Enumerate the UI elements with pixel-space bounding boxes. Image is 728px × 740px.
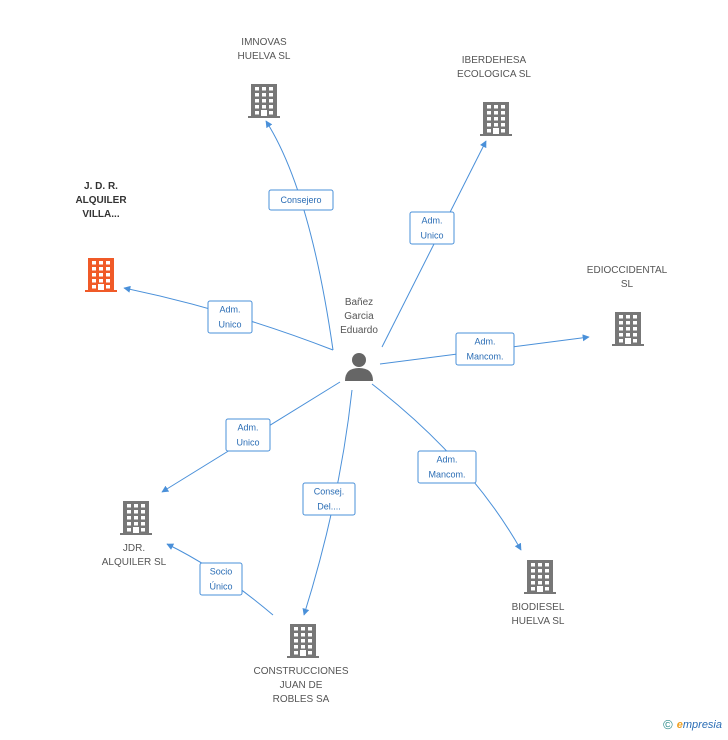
relation-text: Unico (218, 320, 241, 330)
company-name: EDIOCCIDENTAL (587, 265, 668, 276)
company-name: ALQUILER SL (102, 557, 167, 568)
footer-brand: © empresia (663, 717, 722, 732)
relation-label[interactable]: Adm. Unico (225, 418, 271, 452)
relation-text: Único (209, 582, 232, 592)
copyright-symbol: © (663, 717, 673, 732)
relation-text: Adm. (219, 305, 240, 315)
person-icon[interactable] (345, 353, 373, 381)
relation-label[interactable]: Adm. Unico (409, 211, 455, 245)
company-name: VILLA... (82, 209, 119, 220)
edge-person-to-imnovas (265, 120, 334, 351)
company-name: ECOLOGICA SL (457, 69, 531, 80)
relation-label[interactable]: Consej. Del.... (302, 482, 356, 516)
company-name: IBERDEHESA (462, 55, 527, 66)
building-icon[interactable] (120, 501, 152, 535)
company-jdr-villa[interactable]: J. D. R. ALQUILER VILLA... (75, 181, 127, 220)
building-icon[interactable] (85, 258, 117, 292)
relation-label[interactable]: Adm. Mancom. (455, 332, 515, 366)
relation-label[interactable]: Adm. Unico (207, 300, 253, 334)
relation-text: Consej. (314, 487, 345, 497)
relation-text: Unico (236, 438, 259, 448)
company-imnovas[interactable]: IMNOVAS HUELVA SL (238, 37, 291, 62)
company-name: HUELVA SL (512, 616, 565, 627)
relation-text: Consejero (280, 195, 321, 205)
relation-label[interactable]: Adm. Mancom. (417, 450, 477, 484)
building-icon[interactable] (248, 84, 280, 118)
person-name-line: Eduardo (340, 325, 378, 336)
company-name: ALQUILER (75, 195, 127, 206)
person-name-line: Bañez (345, 297, 373, 308)
relation-text: Socio (210, 567, 233, 577)
company-edioccidental[interactable]: EDIOCCIDENTAL SL (587, 265, 668, 290)
company-name: HUELVA SL (238, 51, 291, 62)
brand-logo: empresia (676, 718, 722, 731)
company-biodiesel[interactable]: BIODIESEL HUELVA SL (512, 602, 565, 627)
relation-text: Del.... (317, 502, 341, 512)
building-icon[interactable] (480, 102, 512, 136)
relation-text: Unico (420, 231, 443, 241)
company-name: ROBLES SA (273, 694, 330, 705)
company-name: JDR. (123, 543, 145, 554)
relation-text: Mancom. (428, 470, 465, 480)
building-icon[interactable] (287, 624, 319, 658)
relation-label[interactable]: Consejero (268, 189, 334, 211)
company-construcciones[interactable]: CONSTRUCCIONES JUAN DE ROBLES SA (253, 666, 348, 705)
company-name: SL (621, 279, 634, 290)
company-iberdehesa[interactable]: IBERDEHESA ECOLOGICA SL (457, 55, 531, 80)
person-name-line: Garcia (344, 311, 374, 322)
company-name: IMNOVAS (241, 37, 287, 48)
relation-text: Adm. (237, 423, 258, 433)
company-name: BIODIESEL (512, 602, 565, 613)
company-name: CONSTRUCCIONES (253, 666, 348, 677)
relation-text: Adm. (474, 337, 495, 347)
relation-text: Adm. (436, 455, 457, 465)
relation-text: Adm. (421, 216, 442, 226)
company-name: J. D. R. (84, 181, 118, 192)
relation-text: Mancom. (466, 352, 503, 362)
building-icon[interactable] (612, 312, 644, 346)
building-icon[interactable] (524, 560, 556, 594)
company-jdr-alquiler[interactable]: JDR. ALQUILER SL (102, 543, 167, 568)
company-name: JUAN DE (280, 680, 323, 691)
